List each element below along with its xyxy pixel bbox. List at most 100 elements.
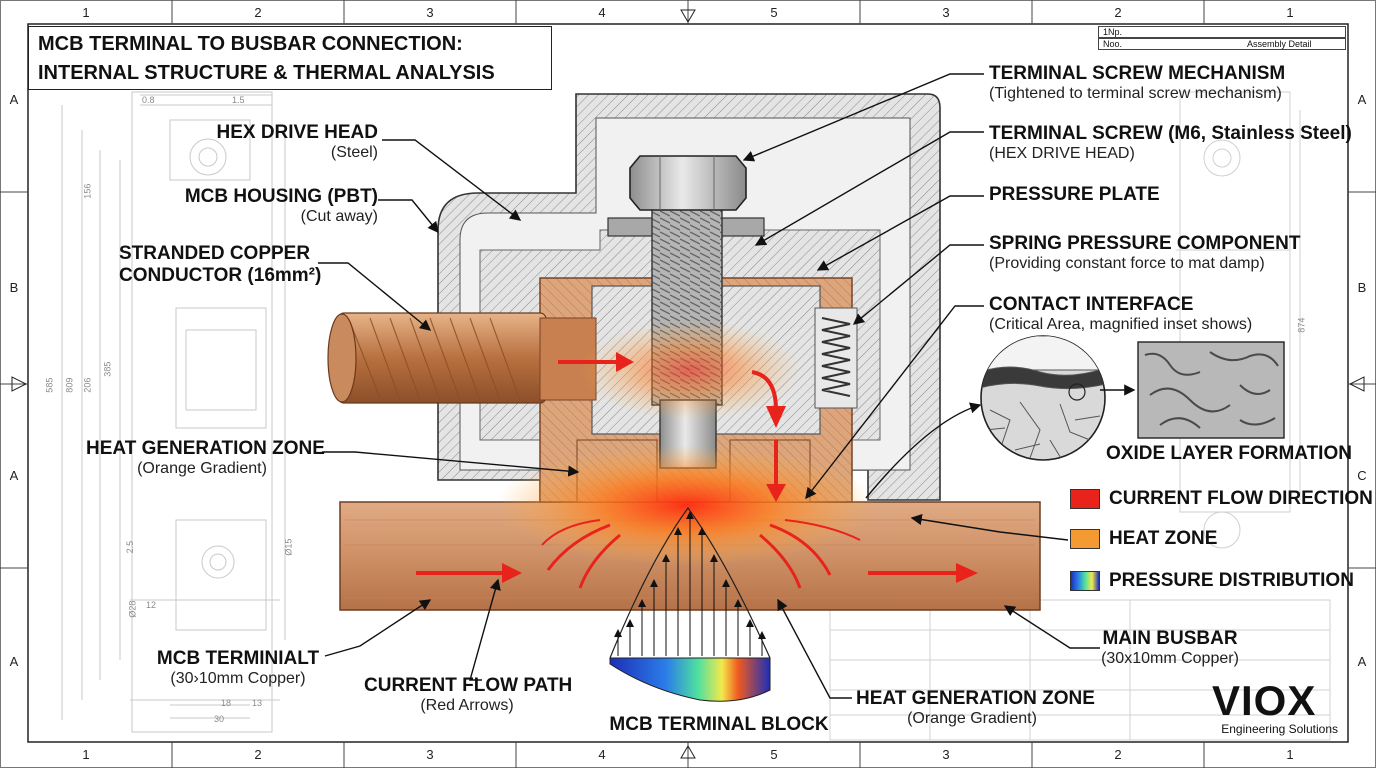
callout-subtitle: (Orange Gradient) bbox=[907, 709, 1037, 727]
callout-title: HEX DRIVE HEAD bbox=[216, 122, 378, 143]
grid-col-label: 4 bbox=[598, 5, 606, 20]
callout-subtitle: (Orange Gradient) bbox=[137, 459, 267, 477]
callout-title: MCB TERMINIALT bbox=[156, 648, 320, 669]
callout-title: PRESSURE PLATE bbox=[989, 184, 1160, 205]
legend-swatch-current bbox=[1070, 489, 1100, 509]
callout-title: MCB TERMINAL BLOCK bbox=[609, 714, 829, 735]
callout-title: CONDUCTOR (16mm²) bbox=[119, 264, 322, 286]
grid-col-label: 1 bbox=[82, 747, 90, 762]
grid-col-label: 1 bbox=[1286, 5, 1294, 20]
grid-col-label: 3 bbox=[426, 747, 434, 762]
oxide-layer-inset bbox=[1137, 341, 1285, 439]
current-flow-arrows bbox=[416, 352, 978, 589]
dim-label: 206 bbox=[82, 377, 93, 393]
dim-label: Ø28 bbox=[127, 600, 138, 618]
callout-heat-zone-left: HEAT GENERATION ZONE (Orange Gradient) bbox=[86, 438, 325, 478]
callout-subtitle: (30x10mm Copper) bbox=[1101, 649, 1239, 667]
callout-title: CURRENT FLOW PATH bbox=[364, 675, 573, 696]
grid-row-label: A bbox=[9, 92, 19, 107]
grid-col-label: 4 bbox=[598, 747, 606, 762]
title-block-row: Noo. Assembly Detail bbox=[1098, 38, 1346, 50]
callout-subtitle: (30›10mm Copper) bbox=[170, 669, 306, 687]
legend-pressure: PRESSURE DISTRIBUTION bbox=[1070, 570, 1354, 592]
grid-row-label: A bbox=[9, 468, 19, 483]
grid-col-label: 1 bbox=[1286, 747, 1294, 762]
grid-col-label: 1 bbox=[82, 5, 90, 20]
legend-swatch-heat bbox=[1070, 529, 1100, 549]
callout-current-flow-path: CURRENT FLOW PATH (Red Arrows) bbox=[364, 675, 573, 715]
dim-label: 0.8 bbox=[142, 95, 155, 105]
dim-label: 809 bbox=[64, 377, 75, 393]
dim-label: 585 bbox=[44, 377, 55, 393]
callout-mcb-terminal: MCB TERMINIALT (30›10mm Copper) bbox=[150, 648, 326, 688]
callout-title: OXIDE LAYER FORMATION bbox=[1106, 443, 1352, 464]
callout-terminal-screw-mechanism: TERMINAL SCREW MECHANISM (Tightened to t… bbox=[989, 63, 1285, 103]
brand-tagline: Engineering Solutions bbox=[1221, 722, 1338, 736]
callout-title: HEAT GENERATION ZONE bbox=[856, 688, 1095, 709]
dim-label: 156 bbox=[82, 183, 93, 199]
callout-oxide-layer: OXIDE LAYER FORMATION bbox=[1106, 443, 1352, 465]
dim-label: 385 bbox=[102, 361, 113, 377]
dim-label: 12 bbox=[146, 600, 157, 610]
grid-row-label: A bbox=[1357, 654, 1367, 669]
brand-name: VIOX bbox=[1212, 677, 1317, 724]
callout-subtitle: (Tightened to terminal screw mechanism) bbox=[989, 84, 1282, 102]
dim-label: 30 bbox=[214, 714, 225, 724]
callout-main-busbar: MAIN BUSBAR (30x10mm Copper) bbox=[1098, 628, 1242, 668]
title-block-value: Assembly Detail bbox=[1247, 39, 1312, 49]
grid-row-label: A bbox=[1357, 92, 1367, 107]
callout-terminal-screw: TERMINAL SCREW (M6, Stainless Steel) (HE… bbox=[989, 123, 1352, 163]
grid-row-label: A bbox=[9, 654, 19, 669]
callout-contact-interface: CONTACT INTERFACE (Critical Area, magnif… bbox=[989, 294, 1252, 334]
callout-title: CONTACT INTERFACE bbox=[989, 294, 1194, 315]
callout-subtitle: (HEX DRIVE HEAD) bbox=[989, 144, 1135, 162]
callout-heat-zone-right: HEAT GENERATION ZONE (Orange Gradient) bbox=[856, 688, 1095, 728]
grid-col-label: 3 bbox=[942, 5, 950, 20]
dim-label: 1.5 bbox=[232, 95, 245, 105]
callout-title: HEAT GENERATION ZONE bbox=[86, 438, 325, 459]
grid-col-label: 5 bbox=[770, 747, 778, 762]
legend-current-flow: CURRENT FLOW DIRECTION bbox=[1070, 488, 1373, 510]
grid-col-label: 2 bbox=[254, 5, 262, 20]
callout-stranded-copper: STRANDED COPPER CONDUCTOR (16mm²) bbox=[119, 243, 321, 287]
callout-spring-pressure: SPRING PRESSURE COMPONENT (Providing con… bbox=[989, 233, 1300, 273]
title-block: 1Np. Noo. Assembly Detail bbox=[1098, 26, 1346, 52]
callout-title: MCB HOUSING (PBT) bbox=[184, 186, 378, 207]
callout-title: MAIN BUSBAR bbox=[1102, 628, 1238, 649]
background-sheet-left bbox=[61, 91, 286, 733]
grid-col-label: 2 bbox=[1114, 5, 1122, 20]
dim-label: 2.5 bbox=[125, 540, 136, 554]
title-block-row: 1Np. bbox=[1098, 26, 1346, 38]
legend-label: PRESSURE DISTRIBUTION bbox=[1109, 570, 1354, 591]
leader-lines bbox=[318, 73, 1136, 699]
grid-row-label: B bbox=[1357, 280, 1367, 295]
callout-hex-drive-head: HEX DRIVE HEAD (Steel) bbox=[216, 122, 378, 162]
callout-subtitle: (Steel) bbox=[330, 143, 378, 161]
dim-label: 13 bbox=[252, 698, 263, 708]
callout-title: TERMINAL SCREW (M6, Stainless Steel) bbox=[989, 123, 1352, 144]
title-line-1: MCB TERMINAL TO BUSBAR CONNECTION: bbox=[38, 33, 463, 55]
callout-mcb-housing: MCB HOUSING (PBT) (Cut away) bbox=[185, 186, 378, 226]
drawing-title: MCB TERMINAL TO BUSBAR CONNECTION: INTER… bbox=[28, 26, 552, 90]
legend-label: HEAT ZONE bbox=[1109, 528, 1218, 549]
pressure-distribution bbox=[609, 506, 771, 702]
grid-col-label: 2 bbox=[1114, 747, 1122, 762]
grid-col-label: 2 bbox=[254, 747, 262, 762]
brand-logo: VIOX Engineering Solutions bbox=[1212, 677, 1338, 737]
callout-subtitle: (Red Arrows) bbox=[420, 696, 514, 714]
grid-row-label: C bbox=[1357, 468, 1367, 483]
stranded-copper-conductor bbox=[327, 312, 597, 404]
callout-title: SPRING PRESSURE COMPONENT bbox=[989, 233, 1301, 254]
grid-col-label: 3 bbox=[426, 5, 434, 20]
dim-label: Ø15 bbox=[283, 538, 294, 556]
callout-title: STRANDED COPPER bbox=[119, 243, 311, 264]
dim-label: 874 bbox=[1296, 317, 1307, 333]
callout-pressure-plate: PRESSURE PLATE bbox=[989, 184, 1160, 206]
title-block-label: 1Np. bbox=[1103, 27, 1123, 37]
callout-subtitle: (Critical Area, magnified inset shows) bbox=[989, 315, 1253, 333]
callout-mcb-terminal-block: MCB TERMINAL BLOCK bbox=[606, 714, 832, 736]
legend-heat-zone: HEAT ZONE bbox=[1070, 528, 1217, 550]
contact-interface-inset bbox=[980, 335, 1106, 461]
dim-label: 18 bbox=[221, 698, 232, 708]
